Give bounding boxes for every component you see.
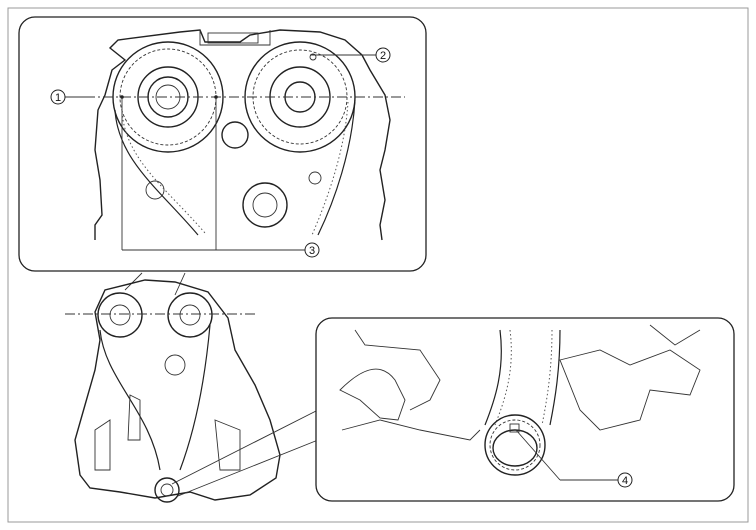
callout-1: 1 bbox=[50, 89, 66, 105]
callout-3-circle bbox=[304, 242, 320, 258]
bottom-casting-right bbox=[559, 349, 701, 431]
bottom-panel-border bbox=[315, 317, 735, 502]
belt-left-run bbox=[114, 109, 199, 236]
lower-pulley bbox=[242, 182, 288, 228]
engine-block-outline-top bbox=[94, 29, 391, 241]
mark-dot-left bbox=[120, 95, 124, 99]
callout-4-circle bbox=[617, 472, 633, 488]
bottom-belt-left-teeth bbox=[494, 329, 512, 426]
main-belt-right bbox=[179, 324, 211, 471]
crank-sprocket-large bbox=[484, 414, 546, 476]
belt-left-teeth bbox=[121, 111, 206, 234]
callout-3-label: 3 bbox=[309, 245, 315, 257]
bottom-belt-left bbox=[484, 329, 502, 426]
callout-2-label: 2 bbox=[380, 50, 386, 62]
belt-right-run bbox=[317, 99, 356, 236]
main-right-sprocket bbox=[167, 292, 213, 338]
main-belt-left bbox=[99, 329, 161, 471]
outer-frame bbox=[7, 7, 749, 523]
callout-2-circle bbox=[375, 47, 391, 63]
callout-1-circle bbox=[50, 89, 66, 105]
main-idler bbox=[164, 354, 186, 376]
bottom-casting-left bbox=[339, 368, 406, 421]
callout-1-label: 1 bbox=[55, 92, 61, 104]
top-detail-panel bbox=[18, 16, 427, 272]
engine-block-outline-main bbox=[74, 279, 281, 501]
right-bolt-hole bbox=[308, 171, 322, 185]
left-bolt-hole bbox=[145, 180, 165, 200]
zoom-connector-top bbox=[124, 272, 186, 296]
main-left-sprocket bbox=[97, 292, 143, 338]
callout-4: 4 bbox=[617, 472, 633, 488]
right-cam-mark bbox=[309, 53, 317, 61]
crank-hub-large bbox=[492, 429, 538, 467]
top-cap bbox=[207, 32, 259, 44]
callout-2: 2 bbox=[375, 47, 391, 63]
belt-right-teeth bbox=[311, 101, 349, 236]
engine-mid-detail bbox=[127, 394, 141, 441]
bottom-belt-right bbox=[549, 329, 561, 426]
top-bracket bbox=[199, 30, 271, 46]
bottom-casting-top-right bbox=[649, 324, 701, 346]
mark-dot-center bbox=[214, 95, 218, 99]
main-left-hub bbox=[109, 304, 131, 326]
bottom-detail-panel bbox=[315, 317, 735, 502]
bottom-casting-upper-left bbox=[354, 329, 441, 411]
center-idler bbox=[221, 121, 249, 149]
engine-lower-details bbox=[94, 419, 241, 471]
bottom-casting-lower bbox=[341, 419, 481, 441]
zoom-connector-bottom bbox=[171, 409, 319, 497]
crank-sprocket-main bbox=[154, 477, 180, 503]
bottom-belt-right-teeth bbox=[541, 329, 553, 426]
callout-3: 3 bbox=[304, 242, 320, 258]
leader-line-4-a bbox=[515, 429, 561, 481]
crank-key-mark bbox=[509, 423, 520, 433]
crank-sprocket-teeth bbox=[489, 419, 541, 471]
crank-hub-main bbox=[160, 483, 174, 497]
top-panel-border bbox=[18, 16, 427, 272]
main-engine-view bbox=[65, 279, 281, 503]
lower-pulley-hub bbox=[252, 192, 278, 218]
main-right-hub bbox=[179, 304, 201, 326]
callout-4-label: 4 bbox=[622, 475, 628, 487]
